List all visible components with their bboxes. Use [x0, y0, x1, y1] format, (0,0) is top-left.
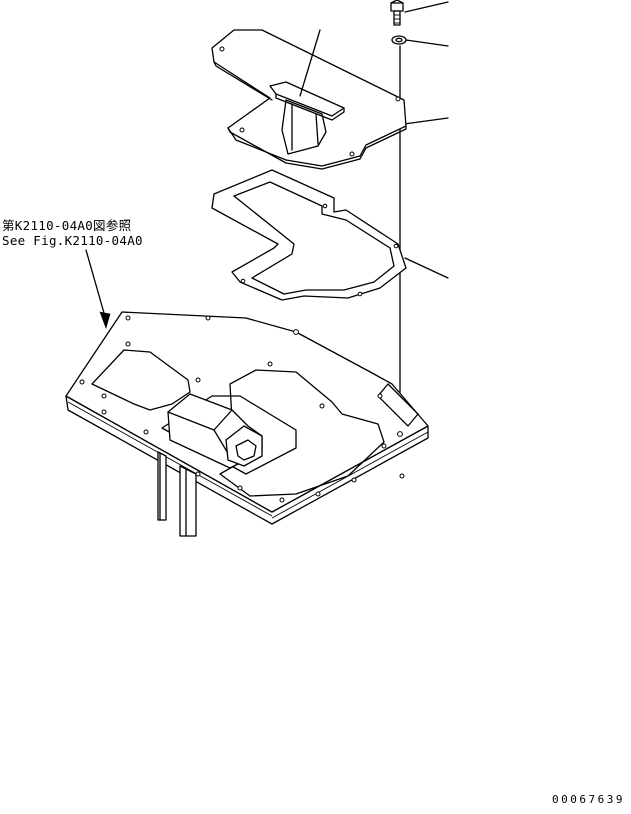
bracket-legs: [158, 452, 196, 536]
reference-label-en: See Fig.K2110-04A0: [2, 233, 143, 248]
drawing-number: 00067639: [552, 793, 625, 806]
duct-part: [168, 394, 262, 468]
gasket-part: [212, 170, 406, 300]
reference-label-jp: 第K2110-04A0図参照: [2, 218, 132, 233]
cover-plate-part: [212, 30, 406, 169]
reference-arrow: [86, 250, 110, 328]
bolt-part: [391, 0, 403, 25]
washer-part: [392, 36, 406, 44]
base-plate-part: [66, 312, 428, 524]
base-plate-holes: [80, 316, 404, 502]
callout-leaders: [404, 2, 448, 278]
